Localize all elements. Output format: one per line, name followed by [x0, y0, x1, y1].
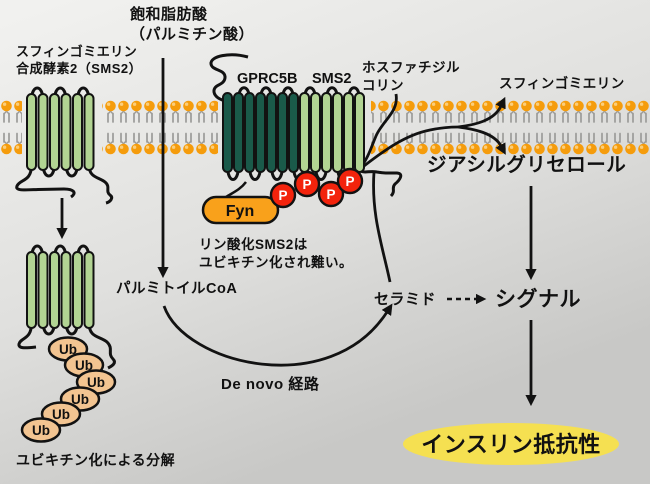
helix	[37, 251, 49, 329]
phosphate-circle	[293, 170, 321, 198]
label-ceramide: セラミド	[374, 291, 437, 308]
helix	[72, 251, 83, 329]
phosphatidylcholine-to-sms2-curve	[359, 93, 398, 168]
gprc5b-helices	[222, 92, 299, 173]
helix	[37, 93, 49, 171]
label-diacylglycerol: ジアシルグリセロール	[427, 154, 627, 176]
phosphate-label: P	[326, 187, 335, 202]
helix	[288, 92, 299, 173]
sms2-protein-ubiquitinated: Ub Ub Ub Ub Ub Ub	[17, 244, 117, 443]
phosphate-label: P	[302, 177, 311, 192]
label-ubiquitination-note: ユビキチン化による分解	[16, 452, 176, 468]
helix	[83, 251, 95, 329]
phosphate-groups: P P P P	[269, 167, 364, 209]
sms2-left-helices	[26, 93, 95, 171]
helix	[233, 92, 244, 173]
sms2-protein-left	[15, 86, 114, 205]
ubiquitin-6: Ub	[20, 417, 62, 443]
helix	[310, 92, 321, 173]
helix	[266, 92, 277, 173]
de-novo-pathway-arc-arrow	[162, 303, 393, 367]
phosphate-circle	[336, 167, 364, 195]
fyn-kinase: Fyn	[201, 195, 280, 225]
label-signal: シグナル	[495, 288, 581, 311]
helix	[255, 92, 266, 173]
helix	[244, 92, 255, 173]
helix	[354, 92, 365, 173]
phosphate-label: P	[345, 174, 354, 189]
phosphate-p2: P	[293, 170, 321, 198]
phosphate-p4: P	[336, 167, 364, 195]
fyn-box	[201, 195, 280, 225]
sms2-c-terminal-squiggle	[358, 165, 403, 198]
helix	[60, 93, 72, 171]
helix	[299, 92, 310, 173]
helix	[343, 92, 354, 173]
helix	[49, 251, 60, 329]
label-phosphatidylcholine: ホスファチジル コリン	[362, 60, 460, 93]
ubiquitin-ellipse	[20, 417, 62, 443]
ubiquitin-label: Ub	[87, 375, 105, 390]
ubiquitin-label: Ub	[71, 392, 89, 407]
helix	[72, 93, 83, 171]
sms2-products-stem-curve	[355, 125, 459, 174]
phosphate-circle	[269, 181, 297, 209]
label-sms2: SMS2	[312, 71, 352, 87]
ubiquitin-label: Ub	[32, 423, 50, 438]
fyn-label: Fyn	[226, 203, 254, 220]
n-terminal-tail	[15, 164, 76, 199]
label-gprc5b: GPRC5B	[237, 71, 298, 87]
n-terminal-tail	[17, 322, 37, 350]
ubiquitin-label: Ub	[59, 342, 77, 357]
helix	[49, 93, 60, 171]
insulin-resistance-ellipse	[403, 423, 619, 465]
phosphate-p3: P	[317, 180, 345, 208]
ubiquitin-label: Ub	[75, 358, 93, 373]
helix	[332, 92, 343, 173]
label-insulin-resistance: インスリン抵抗性	[421, 432, 601, 457]
reaction-curves	[355, 93, 506, 283]
label-de-novo-pathway: De novo 経路	[221, 376, 320, 393]
c-terminal-tail	[87, 322, 116, 370]
helix	[26, 251, 37, 329]
label-sms2-enzyme: スフィンゴミエリン 合成酵素2（SMS2）	[16, 44, 143, 76]
c-terminal-tail	[87, 164, 114, 205]
phosphate-label: P	[278, 188, 287, 203]
gprc5b-n-terminal-squiggle	[209, 53, 249, 104]
phosphate-circle	[317, 180, 345, 208]
helix	[26, 93, 37, 171]
helix	[222, 92, 233, 173]
helix	[321, 92, 332, 173]
phosphate-p1: P	[269, 181, 297, 209]
helix	[277, 92, 288, 173]
ubiquitin-chain: Ub Ub Ub Ub Ub Ub	[20, 336, 117, 443]
label-saturated-fat: 飽和脂肪酸 （パルミチン酸）	[130, 6, 255, 43]
label-palmitoyl-coa: パルミトイルCoA	[116, 281, 238, 297]
sms2-helices	[299, 92, 365, 173]
ub-protein-helices	[26, 251, 95, 329]
label-phospho-note: リン酸化SMS2は ユビキチン化され難い。	[199, 237, 353, 270]
helix	[60, 251, 72, 329]
ubiquitin-label: Ub	[52, 407, 70, 422]
diacylglycerol-product-arrow	[457, 125, 506, 155]
helix	[83, 93, 95, 171]
ceramide-to-sms2-curve	[372, 171, 392, 283]
label-sphingomyelin: スフィンゴミエリン	[499, 76, 625, 91]
flow-arrows	[56, 58, 537, 407]
